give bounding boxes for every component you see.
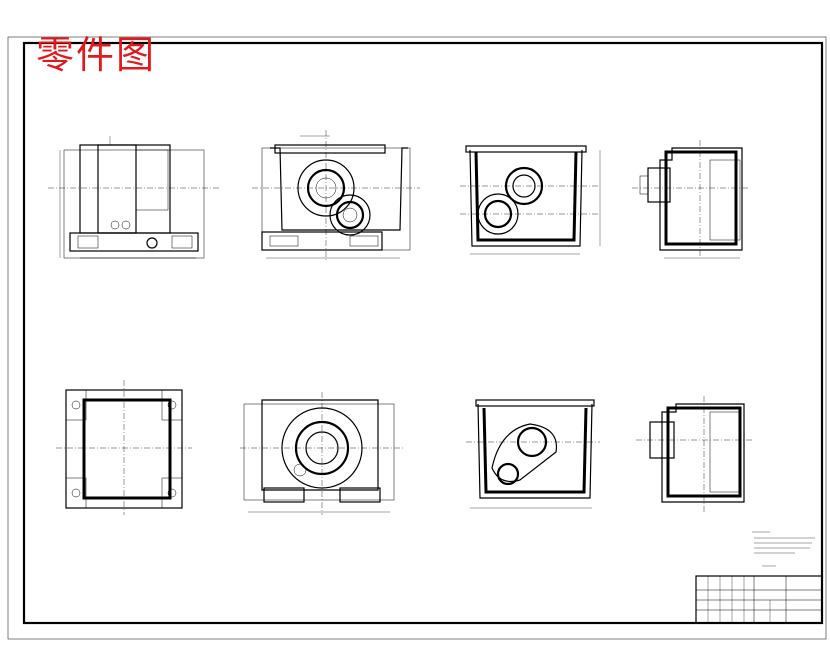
inner-frame (22, 41, 824, 625)
drawing-title: 零件图 (36, 33, 157, 77)
view-right-section-lower (636, 396, 752, 512)
technical-notes (752, 531, 815, 567)
view-plan (56, 380, 192, 515)
view-section-bores (460, 145, 601, 255)
view-cam-section (466, 399, 600, 509)
view-front-gears (252, 130, 420, 260)
view-side-elevation (48, 136, 220, 259)
view-right-section (632, 140, 750, 259)
title-block (695, 575, 823, 624)
outer-border (7, 36, 827, 640)
view-bottom-bearing (240, 392, 404, 515)
